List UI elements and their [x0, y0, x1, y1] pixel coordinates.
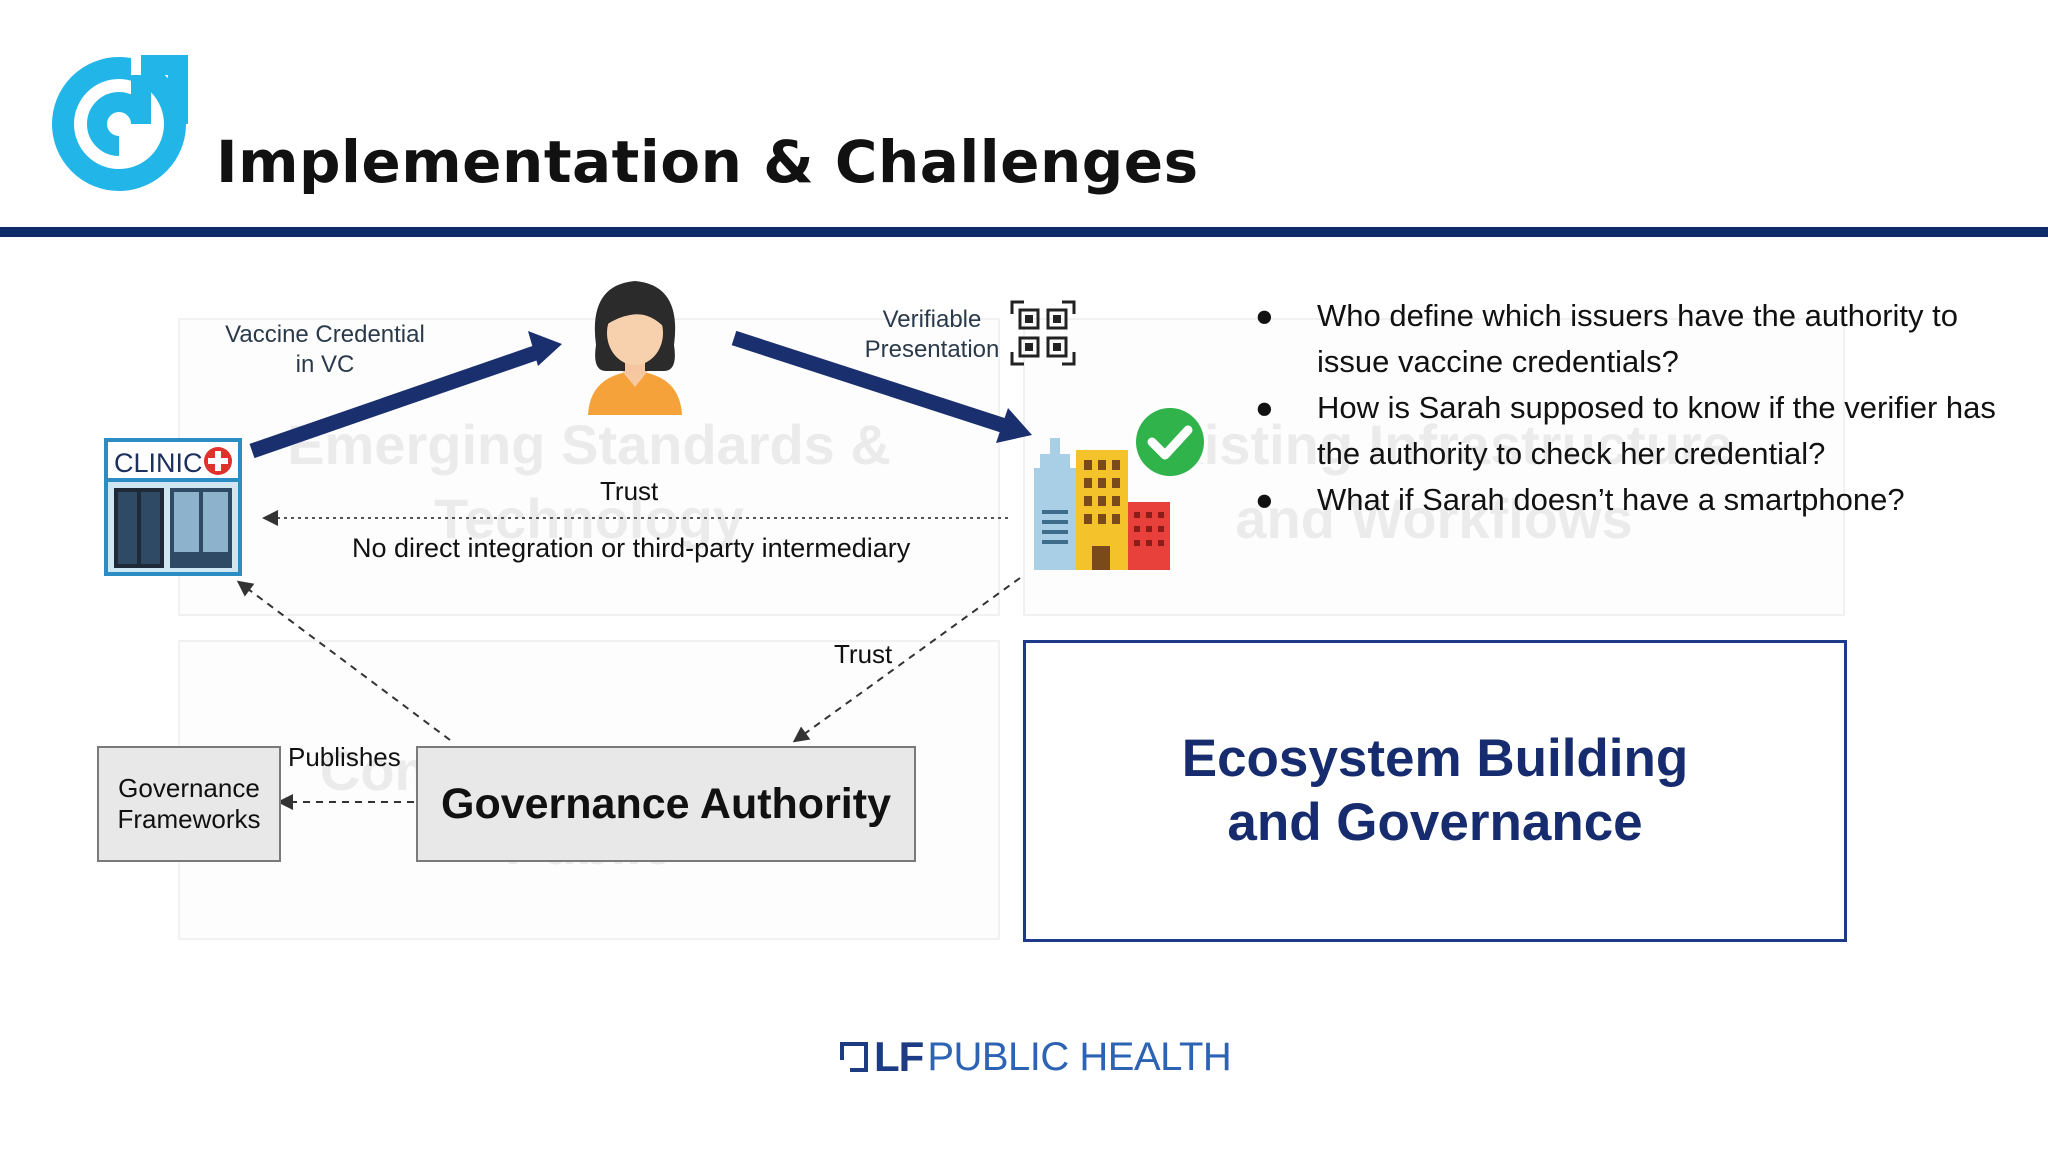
section-title-top-right: Existing Infrastructure and Workflows: [1135, 413, 1733, 550]
qr-code-icon: [1010, 300, 1076, 366]
brand-logo-icon: [52, 55, 188, 191]
question-text: Who define which issuers have the author…: [1317, 298, 1959, 379]
clinic-icon: CLINIC: [104, 438, 242, 576]
ecosystem-governance-label: Ecosystem Building and Governance: [1181, 729, 1689, 852]
footer-lf-text: LF: [874, 1033, 924, 1080]
section-panel-top-right: Existing Infrastructure and Workflows: [1023, 318, 1845, 616]
bullet-icon: ●: [1255, 390, 1274, 425]
question-text: How is Sarah supposed to know if the ver…: [1317, 390, 1996, 471]
footer-logo: LF PUBLIC HEALTH: [840, 1033, 1232, 1080]
governance-frameworks-label: Governance Frameworks: [117, 773, 261, 834]
governance-authority-box: Governance Authority: [416, 746, 916, 862]
vaccine-credential-label: Vaccine Credential in VC: [225, 321, 425, 378]
clinic-sign: CLINIC: [114, 448, 203, 478]
trust-top-label: Trust: [600, 476, 659, 506]
challenge-questions-list: ● Who define which issuers have the autho…: [1255, 293, 2015, 523]
slide-title: Implementation & Challenges: [216, 128, 1199, 196]
governance-authority-label: Governance Authority: [441, 779, 891, 828]
question-item: ● What if Sarah doesn’t have a smartphone…: [1255, 477, 2015, 523]
verifier-building-icon: [1034, 404, 1208, 570]
question-item: ● Who define which issuers have the autho…: [1255, 293, 2015, 385]
governance-to-clinic-trust-line: [236, 580, 451, 741]
present-credential-arrow: [731, 330, 1032, 443]
question-item: ● How is Sarah supposed to know if the ve…: [1255, 385, 2015, 477]
governance-frameworks-box: Governance Frameworks: [97, 746, 281, 862]
lf-bracket-icon: [840, 1042, 868, 1072]
publishes-label: Publishes: [288, 742, 401, 772]
verifiable-presentation-label: Verifiable Presentation: [864, 306, 1000, 363]
title-divider: [0, 227, 2048, 237]
verified-check-icon: [1132, 404, 1208, 480]
sarah-person-icon: [588, 281, 682, 415]
verifier-to-governance-trust-line: [792, 577, 1021, 743]
no-integration-label: No direct integration or third-party int…: [352, 533, 911, 563]
ecosystem-governance-box: Ecosystem Building and Governance: [1023, 640, 1847, 942]
footer-public-health-text: PUBLIC HEALTH: [927, 1034, 1232, 1079]
bullet-icon: ●: [1255, 298, 1274, 333]
issue-credential-arrow: [249, 331, 562, 459]
trust-right-label: Trust: [834, 639, 893, 669]
bullet-icon: ●: [1255, 482, 1274, 517]
question-text: What if Sarah doesn’t have a smartphone?: [1317, 482, 1905, 517]
